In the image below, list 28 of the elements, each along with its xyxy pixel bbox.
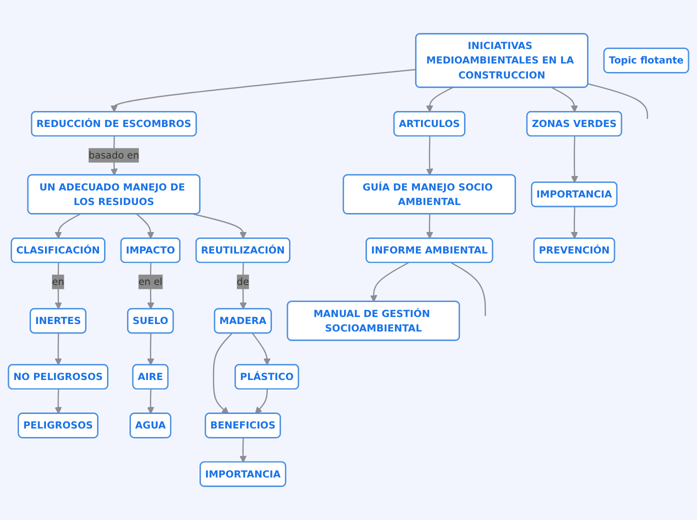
arrow [570,206,578,239]
arrow [252,333,271,366]
edge-label: en [52,276,64,288]
arrow [370,262,409,302]
arrow [54,333,62,366]
arrow [54,262,62,310]
edge-label: basado en [88,150,140,162]
arrow [54,214,80,239]
connector [451,262,486,316]
arrow [570,136,578,183]
arrow [426,214,434,239]
arrow [426,87,453,112]
arrow [147,333,154,366]
arrow [147,262,154,310]
arrow [552,87,578,112]
arrow [426,136,434,176]
edge-label: en el [138,276,162,288]
edge-label: de [236,276,249,288]
arrow [240,438,247,463]
arrow [212,332,232,414]
arrow [147,389,154,414]
arrow [136,214,154,239]
connector [588,83,648,119]
arrow [54,389,62,414]
arrow [110,68,416,112]
arrow [240,262,247,310]
arrow [254,389,268,414]
arrow [194,214,247,239]
